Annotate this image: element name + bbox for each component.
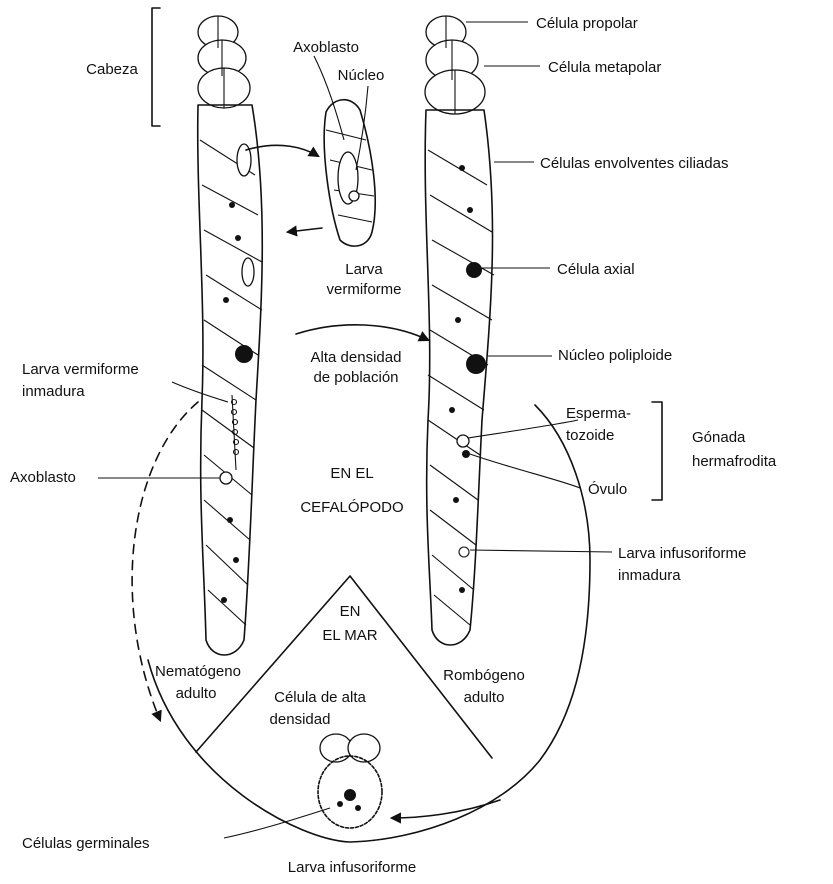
- label-nematogeno-1: Nematógeno: [155, 663, 241, 680]
- label-cabeza: Cabeza: [86, 61, 138, 78]
- label-celula-propolar: Célula propolar: [536, 15, 638, 32]
- label-axoblasto-left: Axoblasto: [10, 469, 76, 486]
- arrow-density-transition: [296, 325, 428, 340]
- label-larva-infusoriforme: Larva infusoriforme: [288, 859, 416, 876]
- label-alta-densidad-1: Alta densidad: [311, 349, 402, 366]
- label-larva-infusoriforme-inm-1: Larva infusoriforme: [618, 545, 746, 562]
- nematogen-head: [198, 16, 250, 108]
- label-larva-inmadura-1: Larva vermiforme: [22, 361, 139, 378]
- label-rombogeno-1: Rombógeno: [443, 667, 525, 684]
- nematogen-organism: [198, 16, 263, 655]
- label-larva-vermiforme-2: vermiforme: [326, 281, 401, 298]
- label-alta-densidad-2: de población: [313, 369, 398, 386]
- label-celula-axial: Célula axial: [557, 261, 635, 278]
- label-esperma-1: Esperma-: [566, 405, 631, 422]
- rhombogen-trunk: [425, 110, 494, 645]
- rhombogen-head: [425, 16, 485, 114]
- label-nucleo: Núcleo: [338, 67, 385, 84]
- arrow-larva-release: [246, 145, 318, 156]
- label-gonada-1: Gónada: [692, 429, 746, 446]
- label-celulas-germinales: Células germinales: [22, 835, 150, 852]
- label-esperma-2: tozoide: [566, 427, 614, 444]
- label-larva-inmadura-2: inmadura: [22, 383, 85, 400]
- label-celula-alta-2: densidad: [270, 711, 331, 728]
- label-ovulo: Óvulo: [588, 481, 627, 498]
- label-celula-alta-1: Célula de alta: [274, 689, 366, 706]
- nematogen-trunk: [198, 105, 263, 655]
- label-en-el-2: CEFALÓPODO: [300, 499, 403, 516]
- arrow-larva-return: [288, 228, 322, 232]
- label-celulas-envolventes: Células envolventes ciliadas: [540, 155, 728, 172]
- label-nucleo-poliploide: Núcleo poliploide: [558, 347, 672, 364]
- label-en-mar-1: EN: [340, 603, 361, 620]
- gonad-bracket: [652, 402, 662, 500]
- label-celula-metapolar: Célula metapolar: [548, 59, 661, 76]
- arrow-to-infusoriform: [392, 800, 500, 818]
- label-axoblasto-top: Axoblasto: [293, 39, 359, 56]
- label-en-el-1: EN EL: [330, 465, 373, 482]
- label-gonada-2: hermafrodita: [692, 453, 777, 470]
- label-rombogeno-2: adulto: [464, 689, 505, 706]
- label-larva-vermiforme-1: Larva: [345, 261, 383, 278]
- leader-lines: [98, 22, 612, 838]
- label-larva-infusoriforme-inm-2: inmadura: [618, 567, 681, 584]
- infusoriform-larva: [318, 734, 382, 828]
- label-en-mar-2: EL MAR: [322, 627, 377, 644]
- head-bracket: [152, 8, 160, 126]
- vermiform-larva: [324, 100, 375, 246]
- label-nematogeno-2: adulto: [176, 685, 217, 702]
